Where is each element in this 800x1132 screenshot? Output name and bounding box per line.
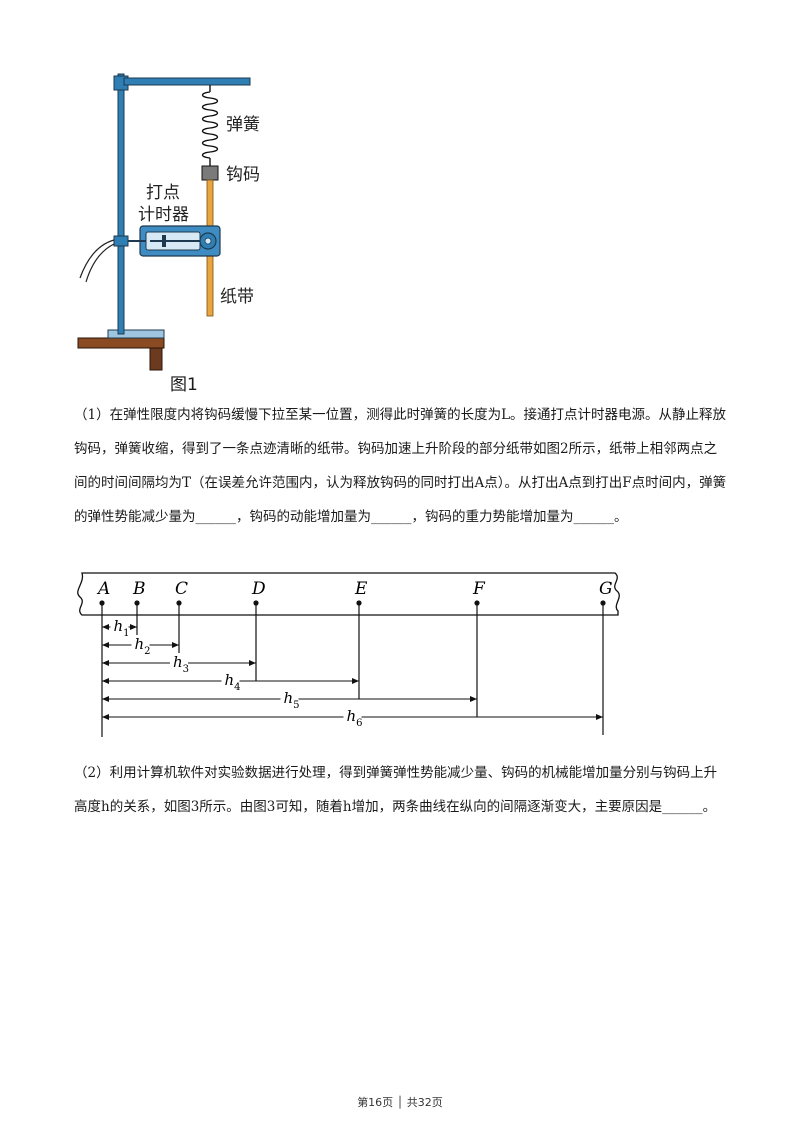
tape-point-label: C bbox=[175, 579, 188, 599]
label-background bbox=[221, 671, 240, 691]
figure-1-caption: 图1 bbox=[170, 375, 198, 395]
label-background bbox=[280, 689, 299, 709]
arrow-head bbox=[102, 660, 109, 666]
arrow-head bbox=[249, 660, 256, 666]
label-background bbox=[110, 617, 129, 637]
tape-point-label: E bbox=[354, 579, 368, 599]
arrow-head bbox=[102, 642, 109, 648]
arrow-head bbox=[352, 678, 359, 684]
arrow-head bbox=[470, 696, 477, 702]
label-spring: 弹簧 bbox=[226, 115, 260, 135]
label-timer-line2: 计时器 bbox=[138, 205, 189, 225]
tape-point-label: A bbox=[96, 579, 110, 599]
weight-block bbox=[201, 165, 219, 181]
question-1-text: （1）在弹性限度内将钩码缓慢下拉至某一位置，测得此时弹簧的长度为L。接通打点计时… bbox=[74, 407, 727, 525]
spring-coils bbox=[201, 91, 219, 159]
arrow-head bbox=[102, 714, 109, 720]
tape-point-label: B bbox=[132, 579, 146, 599]
stand-base bbox=[107, 329, 165, 339]
arrow-head bbox=[102, 678, 109, 684]
tape-point-label: F bbox=[472, 579, 486, 599]
arrow-head bbox=[102, 624, 109, 630]
label-timer-line1: 打点 bbox=[146, 183, 180, 203]
label-weight: 钩码 bbox=[226, 165, 260, 185]
label-background bbox=[343, 707, 362, 727]
page-footer: 第16页 │ 共32页 bbox=[357, 1096, 443, 1109]
label-background bbox=[170, 653, 188, 673]
figure-1-apparatus bbox=[77, 73, 251, 371]
tape-outline bbox=[77, 572, 620, 616]
arrow-head bbox=[172, 642, 179, 648]
power-cable bbox=[79, 239, 115, 279]
arrow-head bbox=[102, 696, 109, 702]
arrow-head bbox=[130, 624, 137, 630]
question-2-text: （2）利用计算机软件对实验数据进行处理，得到弹簧弹性势能减少量、钩码的机械能增加… bbox=[74, 765, 718, 815]
label-tape: 纸带 bbox=[220, 287, 254, 307]
arrow-head bbox=[596, 714, 603, 720]
tape-point-label: D bbox=[251, 579, 266, 599]
label-background bbox=[131, 635, 150, 655]
table-leg bbox=[149, 347, 163, 371]
tape-point-label: G bbox=[599, 579, 613, 599]
horizontal-arm bbox=[123, 77, 251, 86]
stand-rod bbox=[117, 73, 125, 335]
table-top bbox=[77, 337, 165, 349]
